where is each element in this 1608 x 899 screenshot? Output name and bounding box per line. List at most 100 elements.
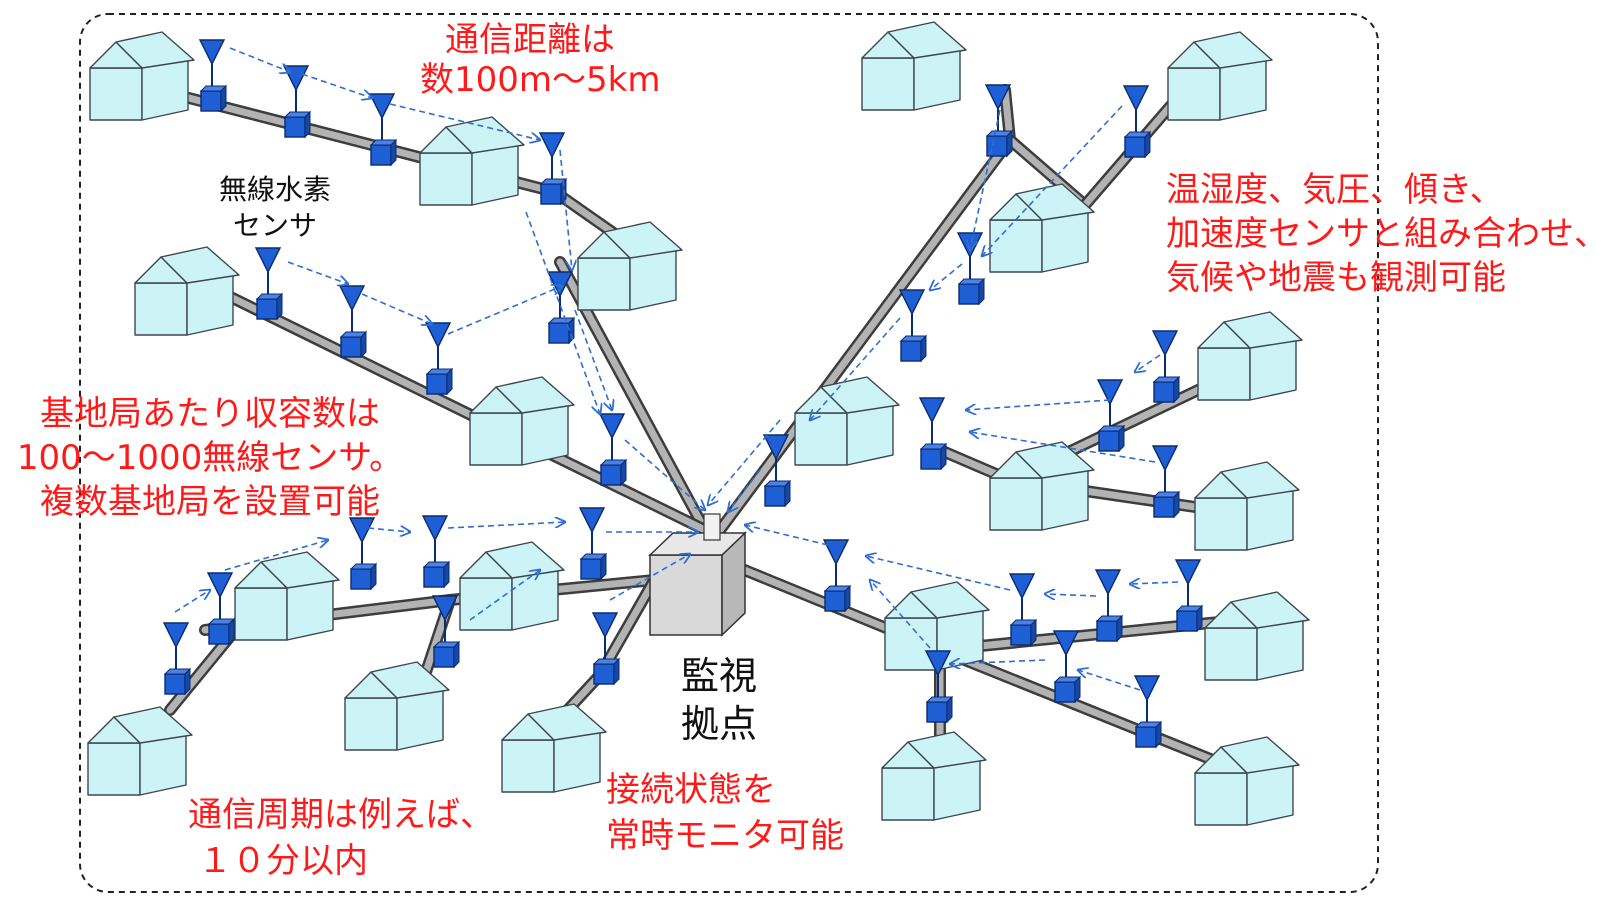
sensor-node [578,507,608,581]
arrow-icon [866,556,1011,591]
antenna-icon [424,322,452,349]
pipe-segment [196,278,709,534]
antenna-icon [924,650,952,677]
cycle-label: 通信周期は例えば、 １０分以内 [188,795,494,881]
house-icon [1197,311,1303,401]
arrow-icon [982,105,1123,256]
monitor-label: 接続状態を 常時モニタ可能 [606,770,844,856]
sensor-node [338,285,368,359]
sensor-node [198,39,228,113]
sensor-box-icon [200,90,222,112]
house-icon [861,21,967,111]
arrow-icon [1135,354,1161,372]
sensor-node [1094,569,1124,643]
antenna-icon [368,93,396,120]
house-icon [87,706,193,796]
house-icon [989,441,1095,531]
antenna-icon [918,397,946,424]
antenna-icon [898,289,926,316]
station-front [649,554,723,636]
sensor-box-icon [1153,496,1175,518]
sensor-box-icon [1124,136,1146,158]
house-icon [459,541,565,631]
sensor-box-icon [1135,726,1157,748]
antenna-icon [421,515,449,542]
sensor-box-icon [764,485,786,507]
house-icon [134,246,240,336]
house-icon [577,221,683,311]
sensor-node [538,132,568,206]
house-icon [1194,736,1300,826]
sensor-box-icon [540,183,562,205]
antenna-icon [1133,675,1161,702]
antenna-icon [598,413,626,440]
sensor-box-icon [958,283,980,305]
sensor-label: 無線水素 センサ [218,173,331,242]
sensor-box-icon [370,144,392,166]
sensor-box-icon [900,340,922,362]
sensor-box-icon [580,558,602,580]
sensor-node [762,434,792,508]
arrow-icon [1045,594,1097,596]
antenna-icon [338,285,366,312]
sensor-node [984,84,1014,158]
antenna-icon [1174,559,1202,586]
pipe-segment [716,136,1014,534]
sensor-node [1008,573,1038,647]
coverage-boundary [79,13,1379,893]
sensor-box-icon [600,464,622,486]
station-label: 監視 拠点 [680,654,757,746]
arrow-icon [870,580,931,649]
comm-distance-label: 通信距離は 数100m～5km [420,20,661,100]
arrow-icon [574,309,612,410]
antenna-icon [282,65,310,92]
arrow-icon [367,528,410,532]
arrow-icon [609,554,690,601]
arrow-icon [469,570,540,621]
sensor-node [421,515,451,589]
arrow-icon [389,103,540,140]
base-station-icon [703,513,721,541]
sensor-node [431,595,461,669]
arrow-icon [966,399,1111,410]
antenna-icon [1096,379,1124,406]
house-icon [419,116,525,206]
house-icon [89,31,195,121]
sensor-box-icon [433,646,455,668]
sensor-box-icon [593,663,615,685]
sensor-node [348,517,378,591]
arrow-icon [301,73,372,98]
sensor-node [598,413,628,487]
antenna-icon [198,39,226,66]
antenna-icon [822,539,850,566]
house-icon [1167,31,1273,121]
sensor-node [424,322,454,396]
sensor-box-icon [208,623,230,645]
sensor-box-icon [1098,430,1120,452]
arrow-icon [810,317,901,420]
antenna-icon [762,434,790,461]
sensor-box-icon [256,298,278,320]
sensor-node [591,612,621,686]
sensor-node [956,232,986,306]
antenna-icon [206,572,234,599]
sensor-node [254,247,284,321]
arrow-icon [1078,670,1141,691]
sensor-box-icon [284,116,306,138]
arrow-icon [970,109,1001,250]
arrow-icon [361,293,432,324]
house-icon [881,731,987,821]
house-icon [344,661,450,751]
arrow-icon [708,419,781,505]
sensor-node [1151,445,1181,519]
antenna-icon [956,232,984,259]
house-icon [234,551,340,641]
antenna-icon [1151,330,1179,357]
arrow-icon [287,261,348,284]
sensor-node [822,539,852,613]
sensor-box-icon [340,336,362,358]
arrow-icon [624,439,705,510]
antenna-icon [348,517,376,544]
arrow-icon [728,469,761,512]
